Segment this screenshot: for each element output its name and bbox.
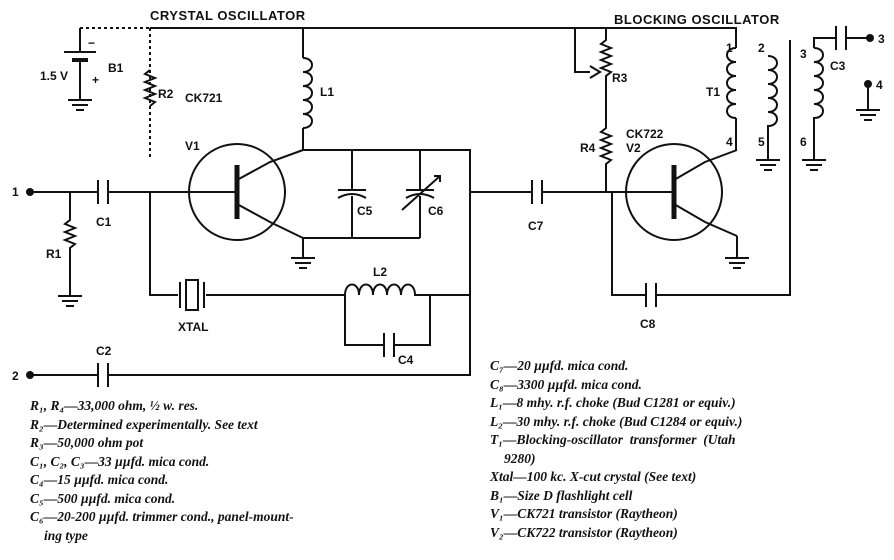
parts-item: R₁, R₄—33,000 ohm, ½ w. res. [30, 398, 199, 413]
resistor-r2 [142, 69, 158, 107]
winding-3-label: 3 [800, 47, 807, 61]
battery-minus-label: − [88, 36, 95, 50]
t1-primary-top [612, 27, 737, 48]
winding-5-label: 5 [758, 135, 765, 149]
v2-label: V2 [626, 141, 641, 155]
parts-item: V₁—CK721 transistor (Raytheon) [490, 506, 678, 521]
v1-type-label: CK721 [185, 91, 223, 105]
c3-line [813, 37, 870, 48]
parts-list-right: C₇—20 µµfd. mica cond. C₈—3300 µµfd. mic… [490, 357, 890, 542]
xtal-label: XTAL [178, 320, 208, 334]
capacitor-c3 [835, 26, 847, 50]
c8-line [611, 160, 791, 296]
transistor-v1 [150, 143, 304, 241]
crystal-oscillator-heading: CRYSTAL OSCILLATOR [150, 8, 306, 23]
t1-primary [726, 47, 737, 119]
l2-label: L2 [373, 265, 387, 279]
terminal-4-ground [856, 84, 880, 121]
collector-line [303, 149, 471, 370]
inductor-l2 [344, 283, 470, 296]
capacitor-c2 [97, 363, 109, 387]
winding-2-label: 2 [758, 41, 765, 55]
r1-label: R1 [46, 247, 62, 261]
parts-item: C₄—15 µµfd. mica cond. [30, 472, 169, 487]
capacitor-c6 [401, 150, 441, 238]
potentiometer-r3 [598, 28, 614, 120]
t1-secondary [756, 55, 780, 171]
capacitor-c4 [383, 333, 395, 357]
c4-label: C4 [398, 353, 414, 367]
parts-item: Xtal—100 kc. X-cut crystal (See text) [490, 469, 697, 484]
terminal-2-label: 2 [12, 369, 19, 383]
inductor-l1 [302, 57, 313, 129]
output-line-2 [30, 370, 471, 376]
resistor-r1 [58, 192, 82, 307]
battery-b1 [64, 28, 96, 111]
parts-item: L₁—8 mhy. r.f. choke (Bud C1281 or equiv… [490, 395, 736, 410]
t1-output-winding [802, 47, 826, 171]
capacitor-c8 [645, 283, 657, 307]
r3-arrow [589, 65, 602, 79]
terminal-3 [866, 34, 874, 42]
winding-1-label: 1 [726, 41, 733, 55]
c8-label: C8 [640, 317, 656, 331]
r4-label: R4 [580, 141, 596, 155]
capacitor-c1 [97, 180, 109, 204]
parts-item: C₁, C₂, C₃—33 µµfd. mica cond. [30, 453, 210, 469]
terminal-4-label: 4 [876, 78, 883, 92]
parts-item: B₁—Size D flashlight cell [490, 487, 633, 503]
winding-6-label: 6 [800, 135, 807, 149]
crystal-xtal [179, 279, 205, 311]
c2-label: C2 [96, 344, 112, 358]
parts-item: C₆—20-200 µµfd. trimmer cond., panel-mou… [30, 509, 294, 524]
winding-4-label: 4 [726, 135, 733, 149]
c7-label: C7 [528, 219, 544, 233]
v2-type-label: CK722 [626, 127, 664, 141]
capacitor-c7 [531, 180, 543, 204]
parts-item: L₂—30 mhy. r.f. choke (Bud C1284 or equi… [490, 413, 743, 429]
parts-item: ing type [44, 527, 88, 543]
terminal-1-label: 1 [12, 185, 19, 199]
resistor-r4 [598, 120, 614, 192]
l1-label: L1 [320, 85, 334, 99]
crystal-line [149, 192, 345, 296]
v1-ground [291, 238, 315, 269]
c3-label: C3 [830, 59, 846, 73]
parts-item: R₂—Determined experimentally. See text [30, 416, 258, 432]
parts-item: 9280) [504, 450, 536, 466]
b1-label: B1 [108, 61, 124, 75]
capacitor-c5 [337, 150, 367, 238]
parts-item: T₁—Blocking-oscillator transformer (Utah [490, 432, 736, 447]
blocking-oscillator-heading: BLOCKING OSCILLATOR [614, 12, 780, 27]
v2-ground [725, 236, 749, 269]
v1-label: V1 [185, 139, 200, 153]
t1-primary-bottom [735, 118, 737, 151]
parts-item: R₃—50,000 ohm pot [30, 435, 144, 450]
transistor-v2 [612, 143, 738, 241]
parts-item: C₈—3300 µµfd. mica cond. [490, 376, 642, 392]
parts-item: V₂—CK722 transistor (Raytheon) [490, 524, 678, 540]
c6-label: C6 [428, 204, 444, 218]
parts-item: C₅—500 µµfd. mica cond. [30, 490, 176, 506]
voltage-label: 1.5 V [40, 69, 68, 83]
c1-label: C1 [96, 215, 112, 229]
c5-label: C5 [357, 204, 373, 218]
t1-label: T1 [706, 85, 720, 99]
battery-plus-label: + [92, 73, 99, 87]
r3-label: R3 [612, 71, 628, 85]
parts-item: C₇—20 µµfd. mica cond. [490, 358, 629, 373]
terminal-3-label: 3 [878, 32, 885, 46]
r3-wiper [574, 28, 590, 73]
parts-list-left: R₁, R₄—33,000 ohm, ½ w. res. R₂—Determin… [30, 397, 470, 545]
c4-line [344, 295, 431, 346]
r2-label: R2 [158, 87, 174, 101]
